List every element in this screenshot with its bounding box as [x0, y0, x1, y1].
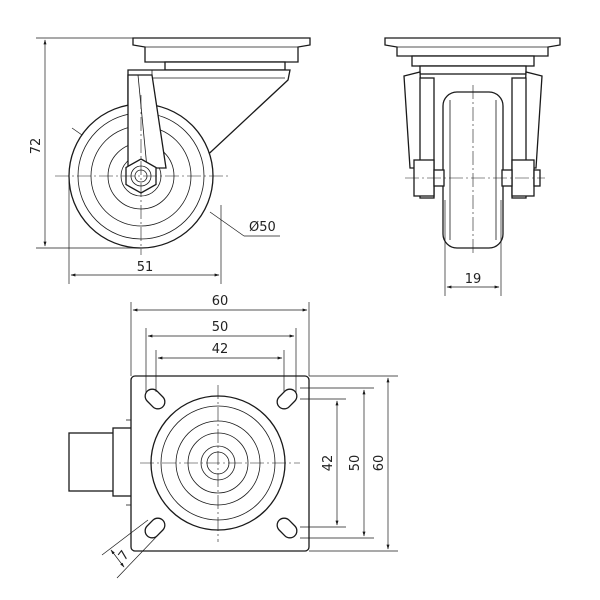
wheel-width-dim-label: 19 [465, 272, 482, 287]
plate-width-dim-label: 60 [212, 294, 229, 309]
hole-spacing-outer-dim-label: 50 [212, 320, 229, 335]
side-view: 72 51 Ø50 [29, 37, 311, 284]
hole-spacing-vertical-inner-dim-label: 42 [321, 455, 336, 472]
front-view: 19 [384, 37, 561, 296]
hole-spacing-inner-dim-label: 42 [212, 342, 229, 357]
mounting-slots [144, 388, 298, 539]
top-view: 60 50 42 60 50 42 7 [68, 294, 398, 579]
wheel-diameter-dim-label: Ø50 [249, 220, 276, 235]
height-dim-label: 72 [29, 138, 44, 155]
hole-spacing-vertical-outer-dim-label: 50 [348, 455, 363, 472]
side-top-plate [132, 37, 311, 63]
plate-height-dim-label: 60 [372, 455, 387, 472]
width-dim-label: 51 [137, 260, 154, 275]
slot-width-dim-label: 7 [116, 548, 133, 564]
